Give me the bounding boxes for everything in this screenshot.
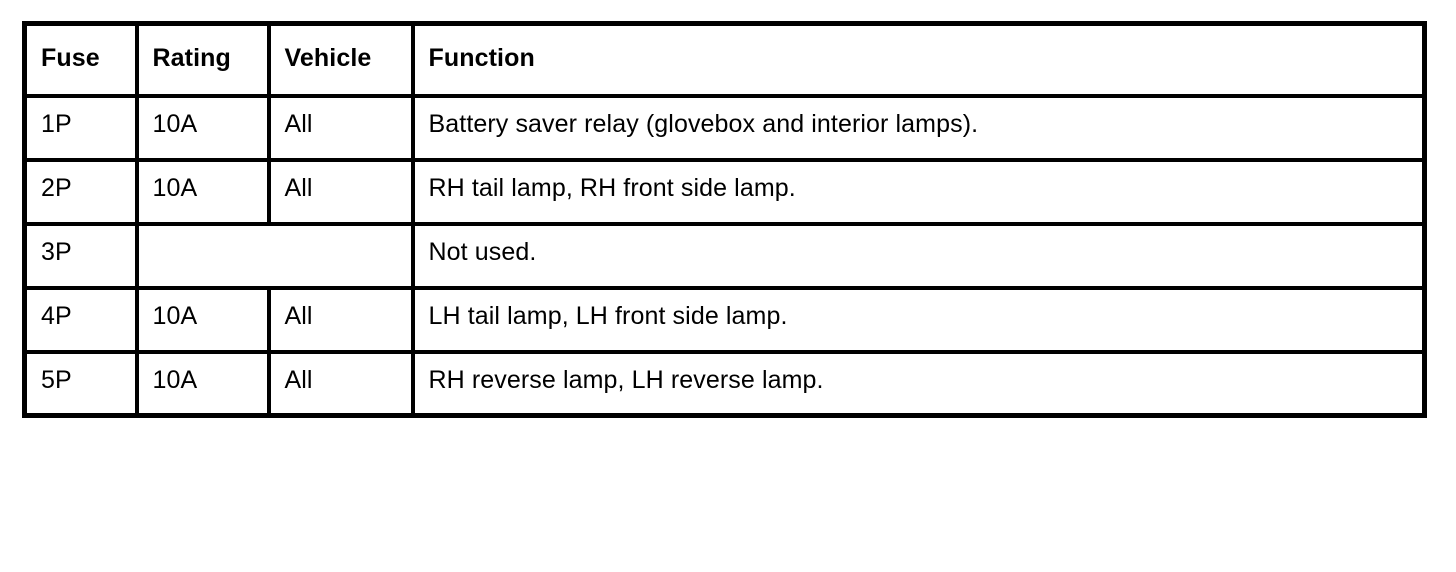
fuse-rating-table: Fuse Rating Vehicle Function 1P 10A All … bbox=[22, 21, 1427, 418]
table-header: Fuse Rating Vehicle Function bbox=[22, 21, 1427, 98]
cell-function: LH tail lamp, LH front side lamp. bbox=[410, 285, 1427, 354]
cell-function: Battery saver relay (glovebox and interi… bbox=[410, 93, 1427, 162]
cell-function: RH tail lamp, RH front side lamp. bbox=[410, 157, 1427, 226]
cell-function: RH reverse lamp, LH reverse lamp. bbox=[410, 349, 1427, 418]
cell-fuse: 2P bbox=[22, 157, 139, 226]
column-header-fuse: Fuse bbox=[22, 21, 139, 98]
cell-fuse: 3P bbox=[22, 221, 139, 290]
cell-vehicle: All bbox=[266, 285, 415, 354]
cell-vehicle: All bbox=[266, 93, 415, 162]
cell-fuse: 1P bbox=[22, 93, 139, 162]
cell-rating-vehicle-merged-empty bbox=[134, 221, 415, 290]
table-row: 3P Not used. bbox=[22, 221, 1427, 290]
cell-rating: 10A bbox=[134, 93, 271, 162]
cell-rating: 10A bbox=[134, 285, 271, 354]
table-row: 5P 10A All RH reverse lamp, LH reverse l… bbox=[22, 349, 1427, 418]
cell-fuse: 5P bbox=[22, 349, 139, 418]
table-header-row: Fuse Rating Vehicle Function bbox=[22, 21, 1427, 98]
table-row: 2P 10A All RH tail lamp, RH front side l… bbox=[22, 157, 1427, 226]
cell-fuse: 4P bbox=[22, 285, 139, 354]
table-row: 4P 10A All LH tail lamp, LH front side l… bbox=[22, 285, 1427, 354]
cell-function: Not used. bbox=[410, 221, 1427, 290]
fuse-table-container: Fuse Rating Vehicle Function 1P 10A All … bbox=[22, 21, 1427, 418]
table-body: 1P 10A All Battery saver relay (glovebox… bbox=[22, 93, 1427, 418]
cell-rating: 10A bbox=[134, 349, 271, 418]
cell-rating: 10A bbox=[134, 157, 271, 226]
column-header-rating: Rating bbox=[134, 21, 271, 98]
column-header-function: Function bbox=[410, 21, 1427, 98]
column-header-vehicle: Vehicle bbox=[266, 21, 415, 98]
cell-vehicle: All bbox=[266, 349, 415, 418]
cell-vehicle: All bbox=[266, 157, 415, 226]
table-row: 1P 10A All Battery saver relay (glovebox… bbox=[22, 93, 1427, 162]
